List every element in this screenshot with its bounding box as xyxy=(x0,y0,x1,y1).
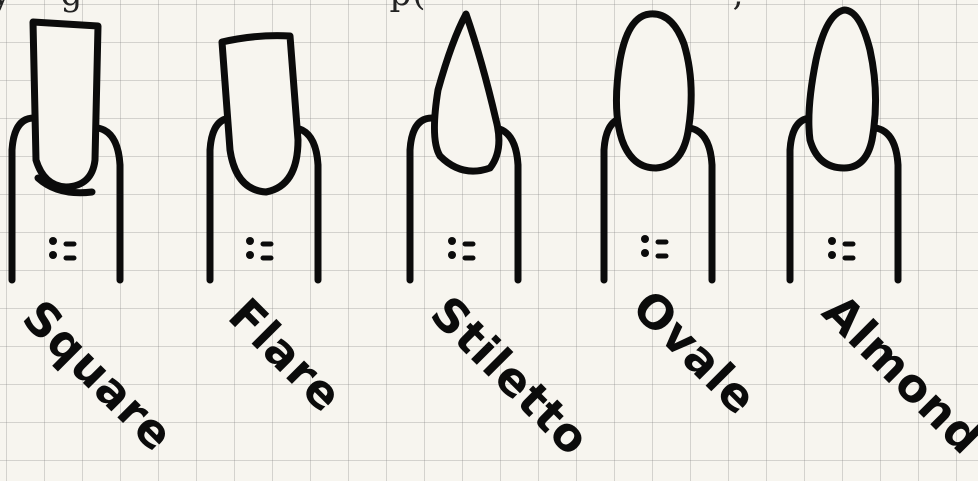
knuckle-dot xyxy=(641,235,649,243)
knuckle-dot xyxy=(49,237,57,245)
finger-right-edge xyxy=(98,128,120,280)
knuckle-mark xyxy=(66,244,74,258)
label-stiletto: Stiletto xyxy=(420,286,601,467)
nail-flare xyxy=(222,36,298,192)
finger-stiletto: Stiletto xyxy=(410,14,601,466)
finger-left-edge xyxy=(12,118,34,280)
knuckle-mark xyxy=(658,242,666,256)
knuckle-dot xyxy=(448,237,456,245)
knuckle-mark xyxy=(263,244,271,258)
nail-stiletto xyxy=(434,14,498,171)
knuckle-dot xyxy=(828,251,836,259)
finger-right-edge xyxy=(876,128,898,280)
label-square: Square xyxy=(12,290,184,462)
knuckle-dot xyxy=(448,251,456,259)
finger-left-edge xyxy=(410,118,432,280)
knuckle-dot xyxy=(49,251,57,259)
label-ovale: Ovale xyxy=(622,280,768,426)
finger-ovale: Ovale xyxy=(604,14,768,425)
knuckle-mark xyxy=(465,244,473,258)
finger-flare: Flare xyxy=(210,36,353,423)
knuckle-mark xyxy=(845,244,853,258)
finger-right-edge xyxy=(690,128,712,280)
label-almond: Almond xyxy=(812,284,978,465)
label-flare: Flare xyxy=(218,288,353,423)
finger-square: Square xyxy=(12,22,185,462)
nail-almond xyxy=(809,10,876,168)
finger-almond: Almond xyxy=(790,10,978,465)
knuckle-dot xyxy=(641,249,649,257)
knuckle-dot xyxy=(828,237,836,245)
nail-ovale xyxy=(616,14,691,168)
nail-square xyxy=(33,22,98,187)
knuckle-dot xyxy=(246,237,254,245)
knuckle-dot xyxy=(246,251,254,259)
